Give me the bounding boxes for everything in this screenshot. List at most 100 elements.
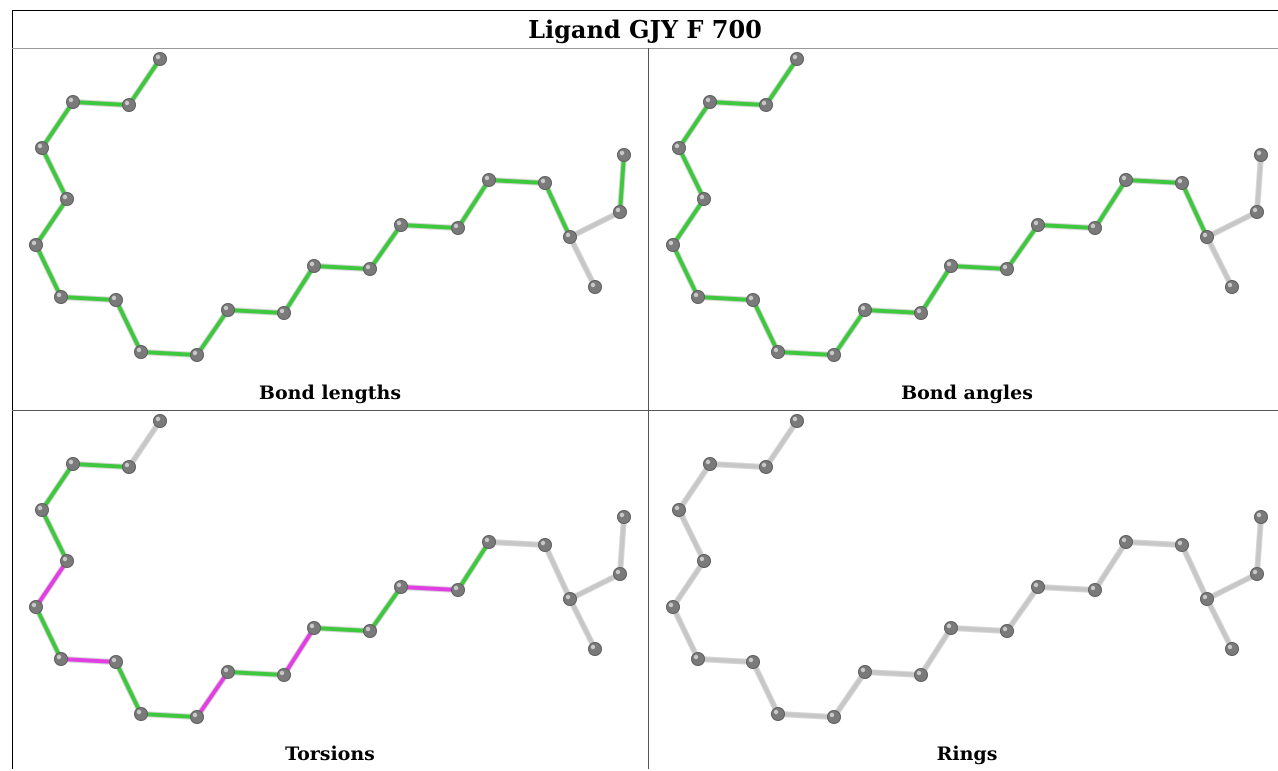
atom — [617, 148, 631, 162]
bond-green — [919, 264, 953, 315]
atom-highlight — [565, 594, 571, 600]
atom-highlight — [453, 223, 459, 229]
atom-highlight — [916, 670, 922, 676]
atom — [746, 655, 760, 669]
atom-highlight — [1033, 582, 1039, 588]
bond-grey — [487, 540, 547, 547]
bond-green — [1124, 178, 1184, 185]
molecule-diagram-bond-angles — [666, 52, 1268, 362]
atom — [827, 710, 841, 724]
atom-highlight — [365, 264, 371, 270]
atom — [617, 510, 631, 524]
bond-magenta — [34, 559, 69, 609]
row-separator — [12, 410, 1278, 411]
atom-highlight — [396, 220, 402, 226]
molecule-diagram-bond-lengths — [29, 52, 631, 362]
atom — [666, 600, 680, 614]
bond-green — [34, 243, 63, 299]
atom — [307, 621, 321, 635]
bond-green — [40, 146, 69, 201]
bond-grey — [751, 660, 780, 716]
atom — [277, 306, 291, 320]
bond-green — [543, 181, 572, 239]
atom-highlight — [761, 100, 767, 106]
atom-highlight — [699, 556, 705, 562]
bond-green — [751, 298, 780, 354]
atom-highlight — [615, 569, 621, 575]
bond-green — [949, 264, 1009, 271]
atom-highlight — [62, 556, 68, 562]
bond-green — [832, 308, 867, 357]
bond-grey — [919, 626, 953, 677]
atom-highlight — [37, 505, 43, 511]
atom-highlight — [792, 416, 798, 422]
molecule-diagram-rings — [666, 414, 1268, 724]
atom — [746, 293, 760, 307]
atom-highlight — [860, 667, 866, 673]
atom — [538, 538, 552, 552]
atom — [482, 173, 496, 187]
panel-rings: Rings — [649, 411, 1278, 771]
bond-green — [764, 57, 799, 107]
atom-highlight — [1202, 232, 1208, 238]
panel-label-bond-lengths: Bond lengths — [258, 382, 402, 404]
frame-left-border — [12, 10, 13, 769]
bond-grey — [568, 572, 622, 601]
bond-green — [776, 350, 836, 357]
atom — [451, 583, 465, 597]
bond-grey — [1005, 585, 1040, 633]
bond-green — [671, 197, 706, 247]
bond-grey — [1124, 540, 1184, 547]
atom-highlight — [484, 537, 490, 543]
bond-grey — [568, 597, 597, 651]
bond-green — [1005, 223, 1040, 271]
atom-highlight — [192, 350, 198, 356]
atom-highlight — [748, 295, 754, 301]
bond-green — [114, 660, 143, 716]
atom-highlight — [309, 261, 315, 267]
atom-highlight — [124, 462, 130, 468]
atom — [1000, 624, 1014, 638]
atom-highlight — [540, 540, 546, 546]
bond-green — [195, 308, 230, 357]
bond-green — [677, 146, 706, 201]
atom — [944, 259, 958, 273]
atom — [122, 460, 136, 474]
atom — [703, 457, 717, 471]
atom-highlight — [136, 709, 142, 715]
atom-highlight — [484, 175, 490, 181]
atom — [134, 345, 148, 359]
atom — [914, 306, 928, 320]
atom-highlight — [1252, 569, 1258, 575]
atom-highlight — [309, 623, 315, 629]
bond-grey — [1255, 153, 1263, 214]
bond-grey — [1255, 515, 1263, 576]
atom — [538, 176, 552, 190]
atom — [66, 457, 80, 471]
atom-highlight — [860, 305, 866, 311]
bond-grey — [1205, 210, 1259, 239]
atom — [1031, 218, 1045, 232]
atom — [697, 192, 711, 206]
bond-grey — [568, 210, 622, 239]
bond-green — [34, 197, 69, 247]
bond-grey — [1205, 572, 1259, 601]
atom — [691, 652, 705, 666]
atom — [35, 503, 49, 517]
atom-highlight — [668, 240, 674, 246]
atom — [588, 280, 602, 294]
bond-green — [71, 100, 131, 107]
atom — [35, 141, 49, 155]
bond-green — [127, 57, 162, 107]
molecule-diagram-torsions — [29, 414, 631, 724]
atom — [54, 652, 68, 666]
atom-highlight — [916, 308, 922, 314]
atom — [190, 348, 204, 362]
bond-grey — [863, 670, 923, 677]
atom-highlight — [748, 657, 754, 663]
bond-grey — [696, 657, 755, 664]
atom-highlight — [773, 347, 779, 353]
atom — [691, 290, 705, 304]
bond-green — [282, 264, 316, 315]
bond-grey — [671, 605, 700, 661]
